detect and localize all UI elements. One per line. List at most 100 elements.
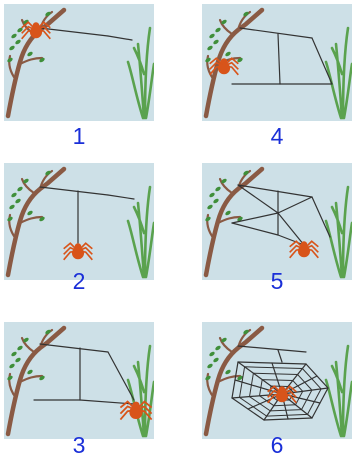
- illustration: [203, 325, 352, 438]
- leaf: [207, 45, 213, 51]
- leaf: [205, 216, 211, 222]
- leaf: [9, 363, 15, 369]
- spider: [119, 400, 153, 421]
- bridge-thread: [239, 27, 313, 39]
- illustration: [5, 166, 154, 279]
- frame-thread: [277, 234, 305, 246]
- bridge-thread: [107, 194, 135, 200]
- tree-branch: [203, 7, 265, 119]
- step-2-number: 2: [72, 268, 86, 294]
- step-3-number: 3: [72, 432, 86, 458]
- leaf: [213, 357, 219, 363]
- step-4-panel: [202, 4, 352, 121]
- radius-thread: [231, 212, 279, 224]
- anchor-thread: [277, 33, 281, 85]
- leaf: [15, 198, 21, 204]
- grass-blades: [324, 344, 352, 438]
- leaf: [11, 33, 17, 39]
- step-6-number: 6: [270, 432, 284, 458]
- leaf: [17, 27, 23, 33]
- leaf: [243, 170, 249, 176]
- illustration: [5, 7, 154, 120]
- frame-thread: [311, 37, 333, 85]
- grass-blades: [126, 344, 154, 438]
- leaf: [213, 39, 219, 45]
- radius-thread: [281, 387, 329, 395]
- leaf: [23, 337, 29, 343]
- spider-abdomen: [275, 390, 289, 403]
- bridge-thread: [237, 345, 307, 353]
- spider: [289, 240, 319, 259]
- leaf: [17, 345, 23, 351]
- spiral-thread: [248, 372, 313, 412]
- leaf: [209, 192, 215, 198]
- leaf: [39, 216, 45, 222]
- spider: [209, 57, 239, 76]
- twig: [206, 328, 252, 400]
- illustration: [203, 7, 352, 120]
- leaf: [9, 45, 15, 51]
- leaf: [45, 11, 51, 17]
- leaf: [7, 375, 13, 381]
- spider: [63, 242, 93, 261]
- frame-thread: [231, 222, 279, 236]
- leaf: [243, 329, 249, 335]
- leaf: [221, 337, 227, 343]
- step-1-panel: [4, 4, 154, 121]
- leaf: [9, 204, 15, 210]
- radius-thread: [237, 361, 283, 395]
- radius-thread: [277, 196, 313, 214]
- spider-head: [278, 386, 286, 393]
- leaf: [207, 204, 213, 210]
- spider-head: [300, 241, 308, 248]
- leaf: [45, 170, 51, 176]
- leaf: [237, 57, 243, 63]
- leaf: [7, 57, 13, 63]
- spiral-thread: [238, 366, 322, 417]
- leaf: [225, 369, 231, 375]
- twig: [206, 169, 252, 241]
- spider-head: [32, 22, 40, 29]
- leaf: [207, 363, 213, 369]
- bridge-thread: [237, 184, 313, 198]
- leaf: [23, 178, 29, 184]
- leaf: [15, 39, 21, 45]
- spider-head: [74, 243, 82, 250]
- leaf: [213, 198, 219, 204]
- leaf: [209, 351, 215, 357]
- spider-abdomen: [71, 247, 85, 260]
- tree-branch: [203, 166, 265, 278]
- step-2-panel: [4, 163, 154, 280]
- leaf: [221, 178, 227, 184]
- radius-thread: [277, 212, 305, 246]
- spider-head: [132, 401, 140, 409]
- bridge-thread: [39, 27, 109, 37]
- spiral-thread: [258, 379, 304, 407]
- step-5-panel: [202, 163, 352, 280]
- bridge-thread: [107, 35, 133, 41]
- frame-thread: [311, 196, 331, 238]
- grass-blades: [126, 26, 154, 120]
- step-5-number: 5: [270, 268, 284, 294]
- tree-branch: [203, 325, 265, 437]
- leaf: [11, 351, 17, 357]
- leaf: [215, 27, 221, 33]
- leaf: [237, 375, 243, 381]
- spider-abdomen: [129, 405, 143, 419]
- twig: [206, 10, 252, 82]
- leaf: [11, 192, 17, 198]
- leaf: [205, 375, 211, 381]
- spider: [267, 385, 297, 404]
- leaf: [221, 19, 227, 25]
- leaf: [15, 357, 21, 363]
- leaf: [27, 369, 33, 375]
- spider-abdomen: [29, 26, 43, 39]
- illustration: [5, 325, 154, 438]
- frame-thread: [107, 351, 135, 401]
- leaf: [237, 216, 243, 222]
- leaf: [243, 11, 249, 17]
- step-3-panel: [4, 322, 154, 439]
- step-6-panel: [202, 322, 352, 439]
- tree-branch: [5, 166, 67, 278]
- leaf: [27, 210, 33, 216]
